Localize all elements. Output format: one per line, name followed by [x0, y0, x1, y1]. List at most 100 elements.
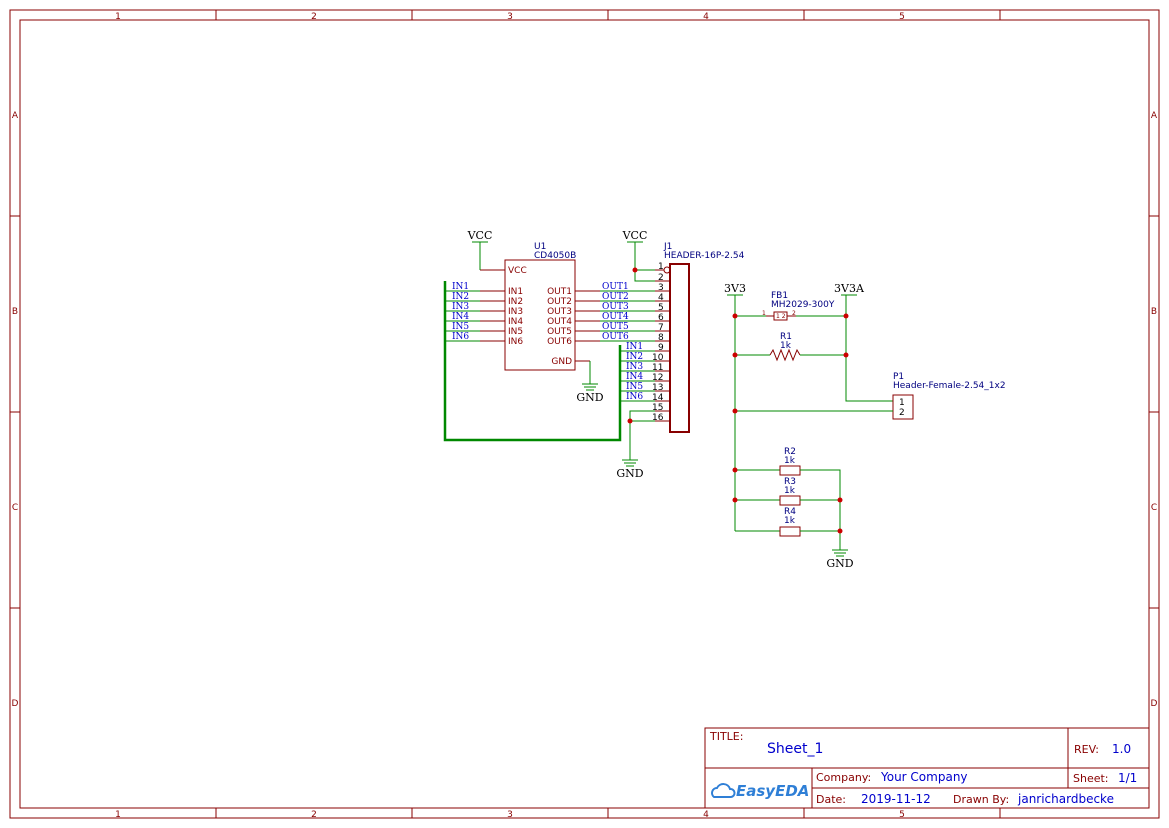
u1-pin-in3: IN3	[508, 307, 523, 317]
title-block: TITLE: Sheet_1 REV: 1.0 Company: Your Co…	[704, 727, 1150, 809]
j1-ref: J1	[663, 242, 672, 252]
p1-pin1: 1	[899, 398, 905, 408]
title-label: TITLE:	[709, 730, 743, 743]
net-label-in1-left: IN1	[452, 282, 469, 292]
logo-text: EasyEDA	[736, 782, 809, 800]
gnd-u1-label: GND	[576, 391, 603, 404]
net-label-in6-left: IN6	[452, 332, 469, 342]
cloud-icon	[711, 783, 736, 798]
power-vcc-j1: VCC	[622, 229, 655, 282]
r4-ref: R4	[784, 507, 796, 517]
j1-value: HEADER-16P-2.54	[664, 251, 745, 261]
net-label-in4-header: IN4	[626, 372, 643, 382]
j1-pin-number: 6	[658, 313, 664, 323]
net-label-in4-left: IN4	[452, 312, 469, 322]
p1-header-female[interactable]: P1 Header-Female-2.54_1x2 1 2	[732, 372, 1006, 420]
j1-pin-number: 14	[652, 393, 664, 403]
j1-pin-number: 11	[652, 363, 663, 373]
j1-pin-number: 15	[652, 403, 663, 413]
company-label: Company:	[816, 771, 871, 784]
u1-value: CD4050B	[534, 251, 576, 261]
j1-pin-number: 8	[658, 333, 664, 343]
net-label-in3-header: IN3	[626, 362, 643, 372]
power-vcc-u1: VCC	[467, 229, 493, 270]
power-gnd-u1: GND	[576, 361, 604, 404]
u1-pin-in1: IN1	[508, 287, 523, 297]
j1-header-16p[interactable]: J1 HEADER-16P-2.54 1 2 3 4 5	[652, 242, 745, 433]
r3-body	[779, 495, 801, 506]
fb1-ref: FB1	[771, 291, 788, 301]
rev-value: 1.0	[1112, 742, 1131, 756]
net-label-out6: OUT6	[602, 332, 629, 342]
net-label-in3-left: IN3	[452, 302, 469, 312]
col-label-bottom: 1	[115, 810, 121, 820]
fb1-ferrite-bead[interactable]: FB1 MH2029-300Y 1 2 1 2	[732, 291, 849, 321]
company-value: Your Company	[880, 770, 968, 784]
u1-pin-in5: IN5	[508, 327, 523, 337]
net-label-out3: OUT3	[602, 302, 629, 312]
r1-value: 1k	[780, 341, 792, 351]
j1-pin-number: 9	[658, 343, 664, 353]
col-label-bottom: 3	[507, 810, 513, 820]
r4-body	[779, 526, 801, 537]
r3-resistor[interactable]: R3 1k	[732, 477, 843, 506]
col-label-top: 4	[703, 12, 709, 22]
u1-pin-out6: OUT6	[547, 337, 572, 347]
rev-label: REV:	[1074, 743, 1099, 756]
u1-pin-in4: IN4	[508, 317, 523, 327]
frame-labels: 1 2 3 4 5 1 2 3 4 5 A B C D A B C D	[12, 12, 1158, 820]
easyeda-logo: EasyEDA	[711, 782, 809, 800]
col-label-top: 3	[507, 12, 513, 22]
u1-pin-out4: OUT4	[547, 317, 572, 327]
power-gnd-j1: GND	[616, 410, 655, 480]
row-label-right: B	[1151, 307, 1157, 317]
row-label-left: B	[12, 307, 18, 317]
u1-body	[504, 259, 576, 371]
p1-value: Header-Female-2.54_1x2	[893, 381, 1006, 391]
net-label-in2-left: IN2	[452, 292, 469, 302]
gnd-r-label: GND	[826, 557, 853, 570]
fb1-inner: 1 2	[776, 313, 786, 320]
j1-pin-number: 13	[652, 383, 663, 393]
power-gnd-resistors: GND	[826, 549, 854, 570]
p1-ref: P1	[893, 372, 904, 382]
row-label-left: D	[12, 699, 19, 709]
u1-cd4050b[interactable]: U1 CD4050B VCC IN1 IN2 IN3 IN4 IN5 IN6 O…	[480, 242, 600, 371]
net-label-in5-left: IN5	[452, 322, 469, 332]
gnd-j1-label: GND	[616, 467, 643, 480]
row-label-right: D	[1151, 699, 1158, 709]
u1-pin-out5: OUT5	[547, 327, 572, 337]
net-label-out4: OUT4	[602, 312, 629, 322]
r2-resistor[interactable]: R2 1k	[732, 447, 841, 550]
u1-pin-in2: IN2	[508, 297, 523, 307]
power-3v3: 3V3	[724, 282, 746, 531]
u1-pin-in6: IN6	[508, 337, 523, 347]
net-label-out1: OUT1	[602, 282, 629, 292]
drawn-by-label: Drawn By:	[953, 793, 1009, 806]
r1-resistor[interactable]: R1 1k	[732, 332, 849, 362]
row-label-right: C	[1151, 503, 1157, 513]
power-3v3a: 3V3A	[834, 282, 893, 402]
r3-value: 1k	[784, 486, 796, 496]
net-label-in2-header: IN2	[626, 352, 643, 362]
u1-pin-out2: OUT2	[547, 297, 572, 307]
row-label-left: A	[12, 111, 19, 121]
col-label-top: 2	[311, 12, 317, 22]
u1-pin-gnd: GND	[551, 357, 572, 367]
r1-ref: R1	[780, 332, 792, 342]
vcc-u1-label: VCC	[467, 229, 493, 242]
j1-pin-number: 7	[658, 323, 664, 333]
r4-resistor[interactable]: R4 1k	[735, 507, 843, 537]
net-label-out2: OUT2	[602, 292, 629, 302]
fb1-pin2: 2	[792, 310, 796, 317]
j1-pin-number: 3	[658, 283, 664, 293]
col-label-top: 5	[899, 12, 905, 22]
u1-ref: U1	[534, 242, 546, 252]
sheet-value: 1/1	[1118, 771, 1137, 785]
col-label-bottom: 2	[311, 810, 317, 820]
col-label-bottom: 4	[703, 810, 709, 820]
net-label-in5-header: IN5	[626, 382, 643, 392]
j1-pin-number: 4	[658, 293, 664, 303]
row-label-left: C	[12, 503, 18, 513]
